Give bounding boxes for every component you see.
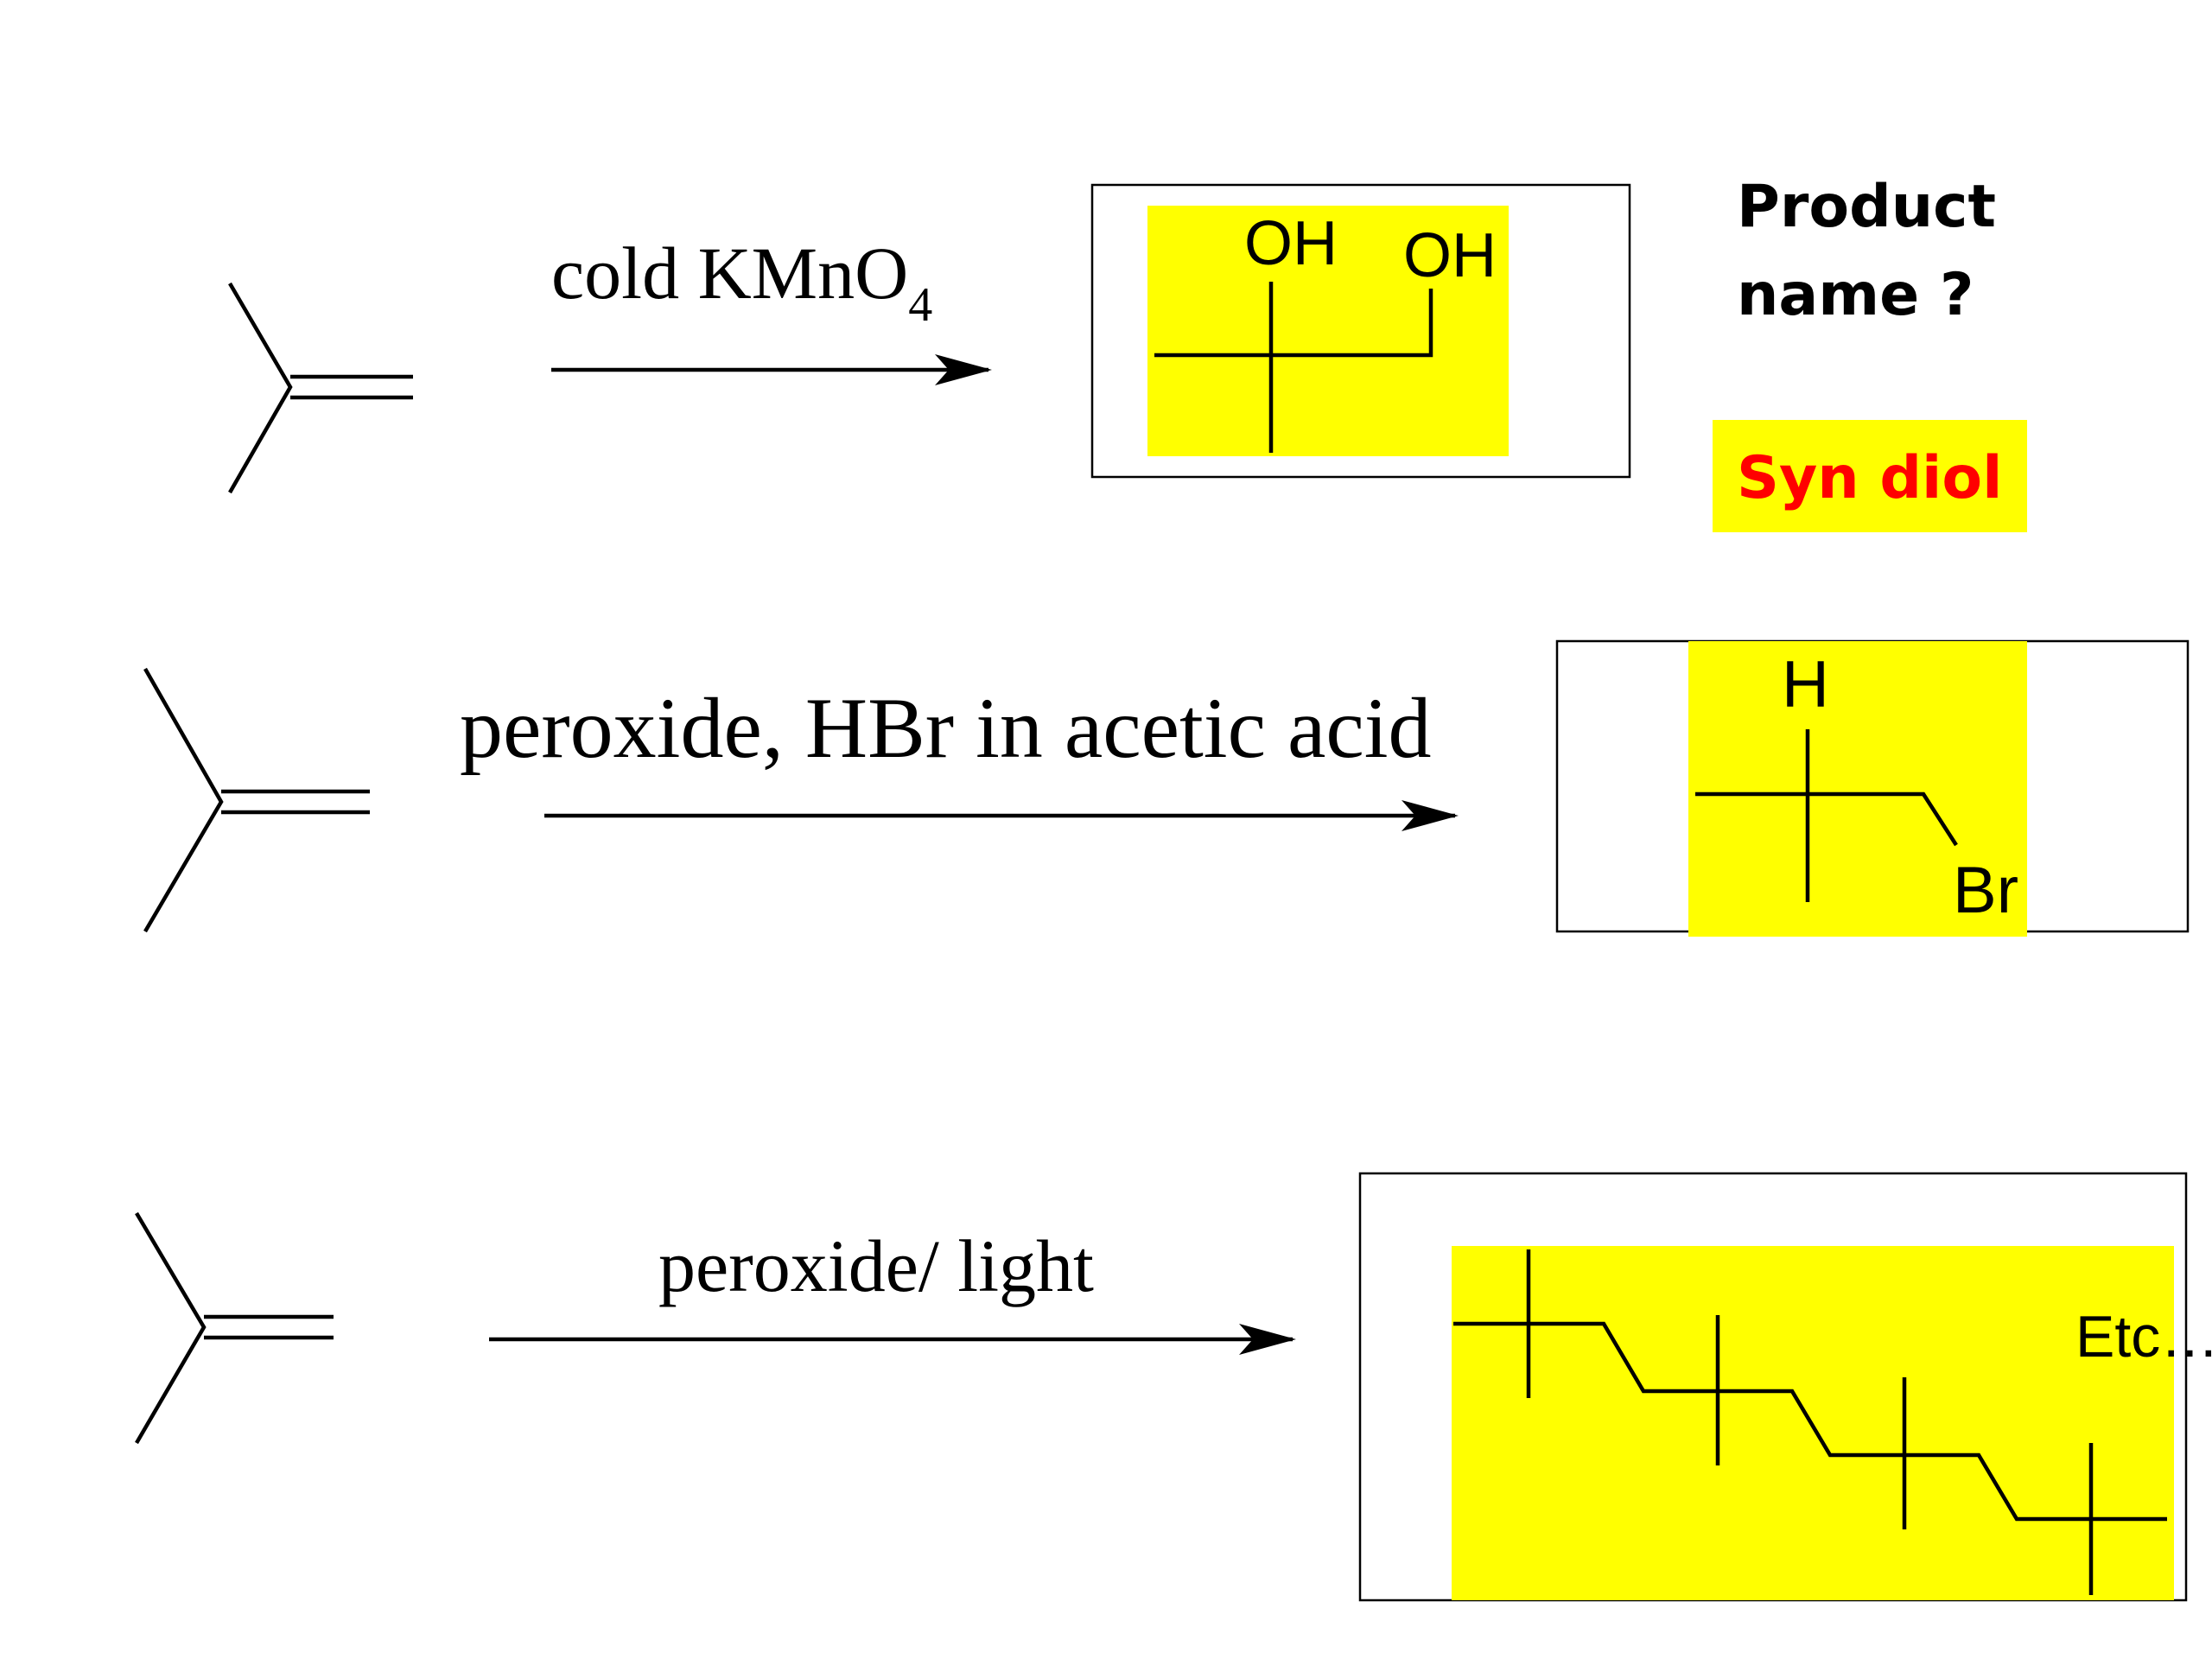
product-2-bromide: H Br	[1555, 639, 2190, 937]
bromine-label: Br	[1953, 854, 2018, 927]
product-3-polymer: Etc…	[1358, 1172, 2212, 1602]
answer-badge: Syn diol	[1713, 420, 2027, 532]
reagent-2-label: peroxide, HBr in acetic acid	[460, 680, 1432, 776]
product-2-highlight	[1688, 641, 2027, 937]
answer-highlight	[1713, 420, 2027, 532]
reactant-1-isobutylene	[228, 282, 413, 494]
hydrogen-label: H	[1782, 648, 1829, 721]
reaction-2: peroxide, HBr in acetic acid H Br	[143, 639, 2190, 937]
product-1-highlight	[1147, 206, 1509, 456]
question-line-1: Product	[1737, 173, 1996, 241]
hydroxyl-label-2: OH	[1403, 221, 1497, 290]
question-line-2: name ?	[1737, 261, 1974, 329]
hydroxyl-label-1: OH	[1244, 209, 1338, 278]
reaction-1: cold KMnO4 OH OH Product name ? Syn diol	[228, 173, 2027, 532]
product-1-diol: OH OH	[1090, 183, 1631, 479]
reactant-3-isobutylene	[135, 1211, 334, 1445]
reactant-2-isobutylene	[143, 667, 370, 933]
product-1-frame	[1090, 183, 1631, 479]
reagent-1-label: cold KMnO4	[551, 232, 932, 332]
answer-text: Syn diol	[1737, 444, 2002, 512]
reaction-3: peroxide/ light Etc…	[135, 1172, 2212, 1602]
product-name-question: Product name ?	[1737, 173, 1996, 329]
etc-label: Etc…	[2075, 1304, 2212, 1370]
reagent-3-label: peroxide/ light	[658, 1224, 1094, 1307]
